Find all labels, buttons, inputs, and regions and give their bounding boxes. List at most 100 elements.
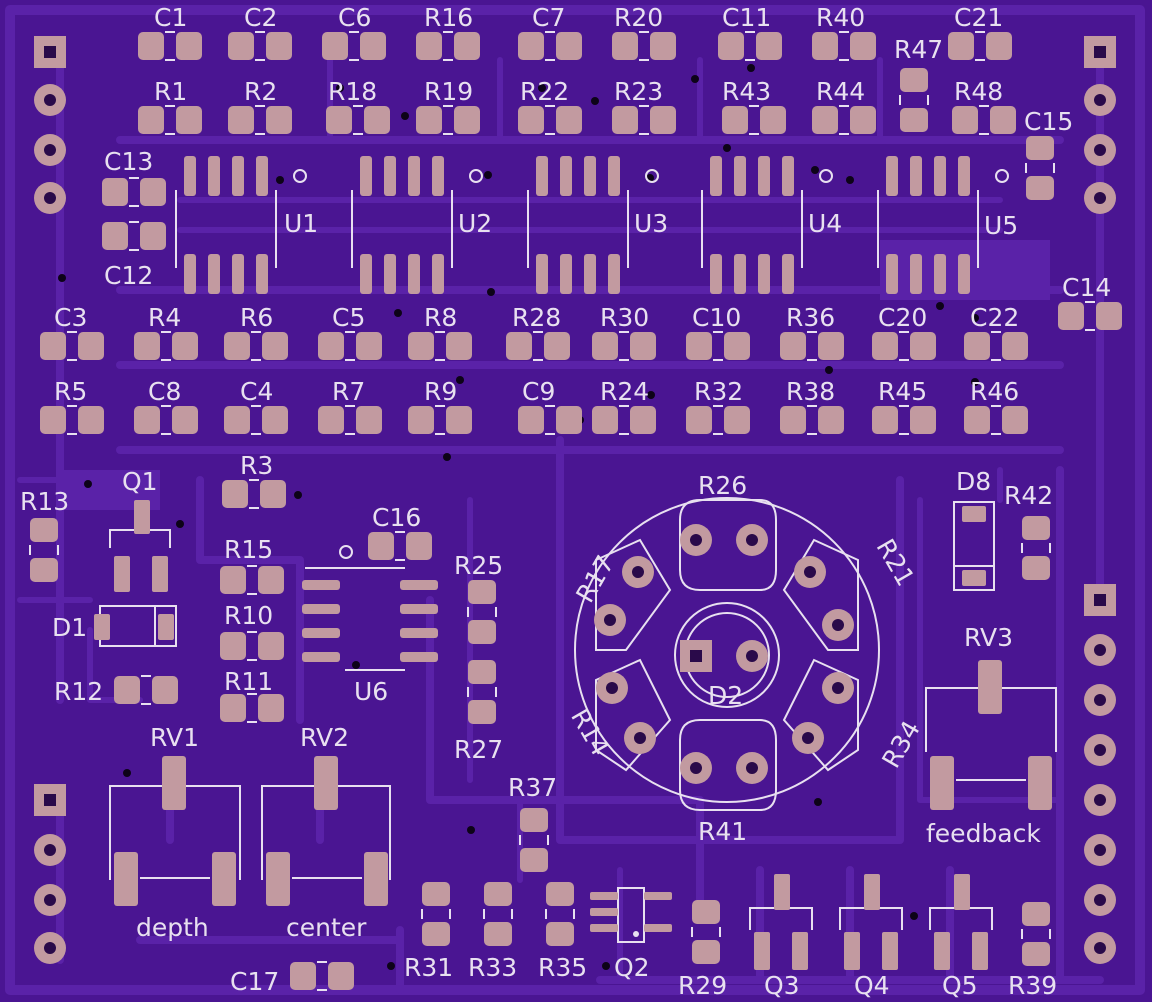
q4-footprint [839,874,903,970]
label-C22: C22 [970,303,1019,332]
label-R13: R13 [20,487,69,516]
smd-part-h [780,405,844,435]
label-R29: R29 [678,971,727,1000]
smd-part-h [416,31,480,61]
label-R46: R46 [970,377,1019,406]
smd-part-h [416,105,480,135]
smd-part-v [467,580,497,644]
ldr-pads [594,524,854,784]
smd-part-h [964,331,1028,361]
label-D2: D2 [708,681,743,710]
label-R12: R12 [54,677,103,706]
label-R3: R3 [240,451,273,480]
smd-part-h [686,405,750,435]
q3-footprint [749,874,813,970]
label-C12: C12 [104,261,153,290]
label-feedback: feedback [926,819,1041,848]
smd-part-h [114,675,178,705]
smd-part-h [318,405,382,435]
header-left-top [34,36,66,214]
smd-part-v [483,882,513,946]
smd-part-h [1058,301,1122,331]
smd-part-h [872,331,936,361]
smd-part-h [780,331,844,361]
label-R19: R19 [424,77,473,106]
label-C9: C9 [522,377,555,406]
smd-part-h [134,405,198,435]
smd-part-h [964,405,1028,435]
label-R9: R9 [424,377,457,406]
smd-part-h [318,331,382,361]
smd-part-h [134,331,198,361]
label-R18: R18 [328,77,377,106]
q2-footprint [590,887,672,943]
label-R27: R27 [454,735,503,764]
label-Q2: Q2 [614,953,650,982]
label-R28: R28 [512,303,561,332]
rv1-footprint [109,756,241,906]
u6-footprint [302,545,438,671]
label-R30: R30 [600,303,649,332]
label-Q1: Q1 [122,467,158,496]
ic-soic8 [527,156,659,294]
label-R22: R22 [520,77,569,106]
smd-part-h [224,331,288,361]
label-C4: C4 [240,377,273,406]
smd-part-v [1021,516,1051,580]
label-R39: R39 [1008,971,1057,1000]
smd-part-h [224,405,288,435]
label-R20: R20 [614,3,663,32]
label-C6: C6 [338,3,371,32]
label-U4: U4 [808,209,842,238]
label-R7: R7 [332,377,365,406]
label-U2: U2 [458,209,492,238]
label-R10: R10 [224,601,273,630]
smd-part-h [228,31,292,61]
label-U6: U6 [354,677,388,706]
q5-footprint [929,874,993,970]
label-R25: R25 [454,551,503,580]
smd-part-h [948,31,1012,61]
smd-part-h [40,405,104,435]
label-C7: C7 [532,3,565,32]
label-R37: R37 [508,773,557,802]
label-R42: R42 [1004,481,1053,510]
d1-footprint [94,605,177,647]
label-R16: R16 [424,3,473,32]
d8-footprint [953,501,995,591]
label-R35: R35 [538,953,587,982]
header-left-bottom [34,784,66,964]
smd-part-h [228,105,292,135]
label-Q5: Q5 [942,971,978,1000]
label-R24: R24 [600,377,649,406]
label-R31: R31 [404,953,453,982]
smd-part-h [872,405,936,435]
label-R4: R4 [148,303,181,332]
smd-part-h [612,105,676,135]
smd-part-h [718,31,782,61]
smd-pads [29,31,1122,991]
rv3-footprint [925,660,1057,810]
smd-part-h [952,105,1016,135]
smd-part-h [506,331,570,361]
smd-part-v [1025,136,1055,200]
smd-part-v [1021,902,1051,966]
smd-part-h [518,405,582,435]
smd-part-h [138,31,202,61]
label-RV3: RV3 [964,623,1013,652]
smd-part-h [102,221,166,251]
label-R2: R2 [244,77,277,106]
label-R41: R41 [698,817,747,846]
ic-footprints [175,156,1009,294]
label-R48: R48 [954,77,1003,106]
label-R45: R45 [878,377,927,406]
smd-part-h [518,105,582,135]
smd-part-h [40,331,104,361]
smd-part-h [686,331,750,361]
ic-soic8 [175,156,307,294]
label-R38: R38 [786,377,835,406]
label-RV1: RV1 [150,723,199,752]
label-R47: R47 [894,35,943,64]
label-RV2: RV2 [300,723,349,752]
smd-part-h [812,105,876,135]
